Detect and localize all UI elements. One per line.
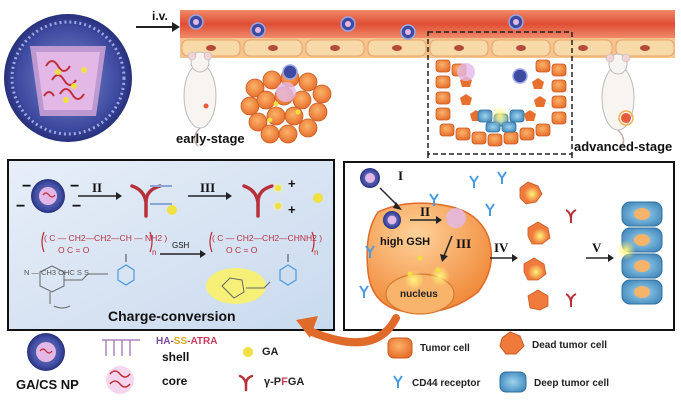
legend-tumor-cell-icon — [387, 337, 413, 359]
legend-deep-cell-label: Deep tumor cell — [534, 378, 610, 389]
legend-dead-cell-label: Dead tumor cell — [532, 340, 608, 351]
gamma-pfga-charged-icon — [242, 184, 274, 218]
plus-charge-1: + — [288, 176, 296, 191]
legend-core-label: core — [162, 374, 188, 388]
route-label: i.v. — [152, 9, 168, 23]
early-stage-tumor — [240, 68, 332, 144]
subscript-n-left: n — [152, 248, 157, 257]
pfga-prefix: γ-P — [264, 376, 282, 388]
right-step-iii: III — [456, 236, 472, 251]
early-stage-label: early-stage — [176, 131, 245, 146]
high-gsh-label: high GSH — [380, 236, 431, 248]
advanced-stage-tumor — [435, 59, 567, 147]
legend-pfga-icon — [238, 374, 254, 392]
shell-formula-part3: -ATRA — [187, 336, 218, 347]
polymer-right-main: ( C — CH2—CH2—CHNH2 ) — [212, 233, 323, 243]
legend-cd44-label: CD44 receptor — [412, 378, 481, 389]
legend-pfga-label: γ-PFGA — [264, 376, 304, 388]
pfga-mid: F — [281, 376, 288, 388]
polymer-left-sub: O C = O — [58, 245, 90, 255]
large-nanoparticle-icon — [4, 14, 132, 142]
legend-ga-icon — [243, 347, 253, 357]
polymer-left-main: ( C — CH2—CH2—CH — NH2 ) — [44, 233, 168, 243]
right-step-ii: II — [420, 204, 431, 219]
pfga-suffix: GA — [287, 376, 305, 388]
return-arrow — [308, 314, 400, 347]
charge-conversion-label: Charge-conversion — [108, 308, 236, 324]
nucleus-label: nucleus — [400, 289, 438, 300]
deep-cells-column — [616, 201, 663, 305]
left-step-ii: II — [92, 180, 103, 195]
gsh-label: GSH — [172, 241, 190, 250]
legend-shell-icon — [102, 339, 140, 356]
subscript-n-right: n — [314, 248, 319, 257]
shell-formula-part1: HA- — [156, 336, 174, 347]
legend-tumor-cell-label: Tumor cell — [420, 343, 470, 354]
cd44-receptor-icons — [359, 171, 507, 298]
legend-deep-cell-icon — [499, 371, 527, 393]
legend-cd44-icon — [393, 375, 403, 388]
right-step-iv: IV — [494, 240, 509, 255]
minus-charge-1: − — [22, 178, 32, 195]
np-entering-icon — [360, 168, 380, 188]
plus-charge-2: + — [288, 202, 296, 217]
shell-formula-part2: SS — [173, 336, 188, 347]
left-chem-text: N — CH3 OHC S S — [24, 268, 90, 277]
minus-charge-2: − — [70, 178, 80, 195]
mouse-early-icon — [183, 51, 217, 147]
minus-charge-3: − — [16, 198, 26, 215]
legend-np-icon — [27, 333, 65, 371]
gamma-pfga-icon — [130, 184, 162, 218]
mouse-advanced-icon — [601, 53, 635, 149]
legend-np-label: GA/CS NP — [16, 377, 79, 392]
advanced-stage-label: advanced-stage — [574, 139, 673, 154]
np-inside-icon — [383, 211, 401, 229]
np-negative-icon — [31, 179, 65, 213]
polymer-right-sub: O C = O — [226, 245, 258, 255]
minus-charge-4: − — [72, 198, 82, 215]
left-step-iii: III — [200, 180, 216, 195]
right-step-v: V — [592, 240, 602, 255]
legend-ga-label: GA — [262, 346, 279, 358]
legend-shell-label: shell — [162, 350, 190, 364]
right-step-i: I — [398, 168, 404, 183]
legend-core-icon — [106, 366, 134, 394]
legend-shell-formula: HA-SS-ATRA — [156, 336, 218, 347]
legend-dead-cell-icon — [499, 331, 525, 355]
